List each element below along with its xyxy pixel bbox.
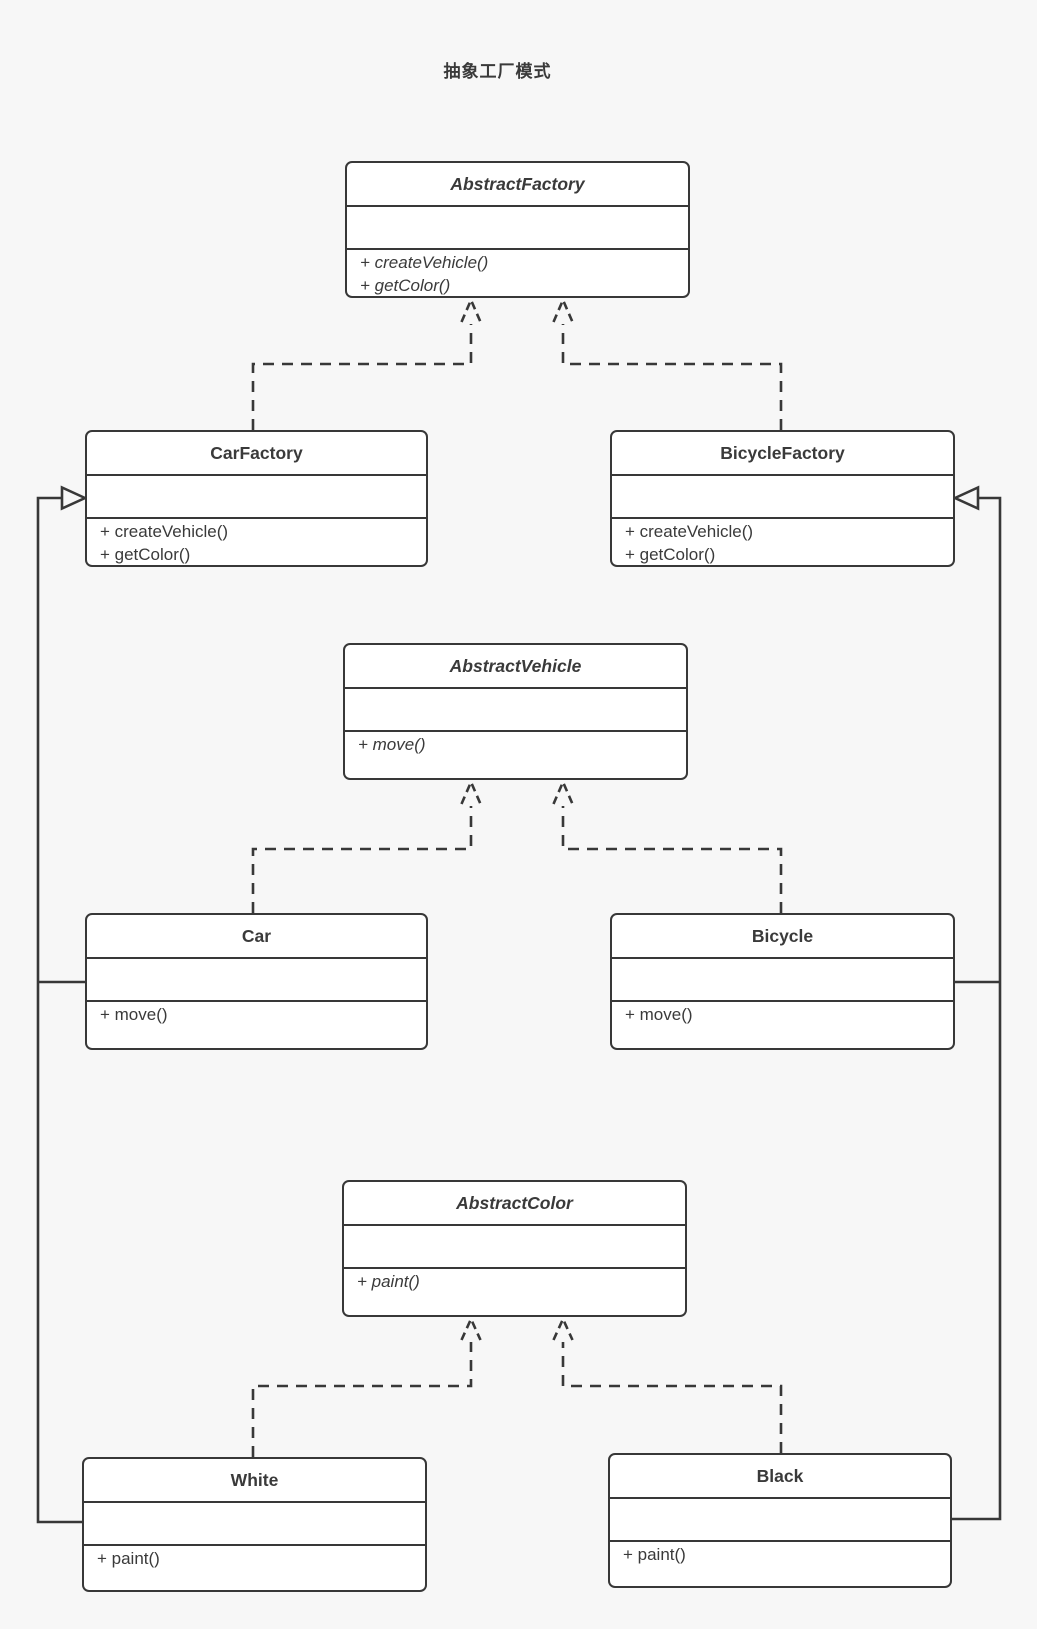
diagram-title: 抽象工厂模式 [443, 62, 552, 81]
relation-bicycle-abstractvehicle [552, 778, 783, 913]
class-methods: + move() [345, 732, 686, 778]
class-name: AbstractFactory [450, 174, 585, 194]
class-attributes [610, 1497, 950, 1542]
relation-left-solid-trunk [36, 485, 89, 1524]
relation-black-abstractcolor [552, 1315, 783, 1453]
relation-bicyclefactory-abstractfactory [552, 296, 783, 430]
class-black: Black + paint() [608, 1453, 952, 1588]
class-abstractvehicle: AbstractVehicle + move() [343, 643, 688, 780]
class-name: Car [241, 926, 272, 946]
class-method: + move() [625, 1005, 693, 1024]
class-methods: + move() [612, 1002, 953, 1048]
class-method: + paint() [357, 1272, 420, 1291]
class-methods: + paint() [610, 1542, 950, 1586]
hollow-triangle-arrow-carfactory [60, 485, 89, 511]
class-attributes [84, 1501, 425, 1546]
class-attributes [612, 957, 953, 1002]
hollow-triangle-arrow-bicyclefactory [951, 485, 980, 511]
dashed-open-arrow [460, 778, 482, 805]
class-methods: + paint() [344, 1269, 685, 1315]
class-attributes [345, 687, 686, 732]
class-carfactory: CarFactory + createVehicle() + getColor(… [85, 430, 428, 567]
class-methods: + move() [87, 1002, 426, 1048]
class-method: + paint() [623, 1545, 686, 1564]
class-method: + createVehicle() [625, 522, 754, 541]
class-name: White [230, 1470, 279, 1490]
class-method: + getColor() [360, 275, 451, 295]
class-method: + paint() [97, 1549, 160, 1568]
class-methods: + paint() [84, 1546, 425, 1590]
dashed-open-arrow [552, 296, 574, 323]
class-method: + move() [358, 735, 426, 754]
dashed-open-arrow [552, 1315, 574, 1341]
relation-carfactory-abstractfactory [251, 296, 482, 430]
relation-right-solid-trunk [951, 485, 1002, 1521]
class-name: AbstractColor [456, 1193, 573, 1213]
class-methods: + createVehicle() + getColor() [87, 519, 426, 566]
class-name: CarFactory [210, 443, 303, 463]
class-method: + createVehicle() [100, 522, 229, 541]
class-car: Car + move() [85, 913, 428, 1050]
relation-white-abstractcolor [251, 1315, 482, 1457]
class-attributes [344, 1224, 685, 1269]
dashed-open-arrow [552, 778, 574, 805]
class-name: Bicycle [751, 926, 814, 946]
class-methods: + createVehicle() + getColor() [347, 250, 688, 297]
class-attributes [612, 474, 953, 519]
class-attributes [87, 474, 426, 519]
class-method: + move() [100, 1005, 168, 1024]
dashed-open-arrow [460, 1315, 482, 1341]
class-name: BicycleFactory [720, 443, 845, 463]
class-bicyclefactory: BicycleFactory + createVehicle() + getCo… [610, 430, 955, 567]
relation-car-abstractvehicle [251, 778, 482, 913]
class-method: + getColor() [100, 544, 191, 564]
class-name: AbstractVehicle [449, 656, 582, 676]
class-name: Black [756, 1466, 804, 1486]
class-abstractcolor: AbstractColor + paint() [342, 1180, 687, 1317]
class-attributes [87, 957, 426, 1002]
class-bicycle: Bicycle + move() [610, 913, 955, 1050]
class-abstractfactory: AbstractFactory + createVehicle() + getC… [345, 161, 690, 298]
class-method: + createVehicle() [360, 253, 489, 272]
class-method: + getColor() [625, 544, 716, 564]
dashed-open-arrow [460, 296, 482, 323]
class-methods: + createVehicle() + getColor() [612, 519, 953, 566]
class-white: White + paint() [82, 1457, 427, 1592]
class-attributes [347, 205, 688, 250]
